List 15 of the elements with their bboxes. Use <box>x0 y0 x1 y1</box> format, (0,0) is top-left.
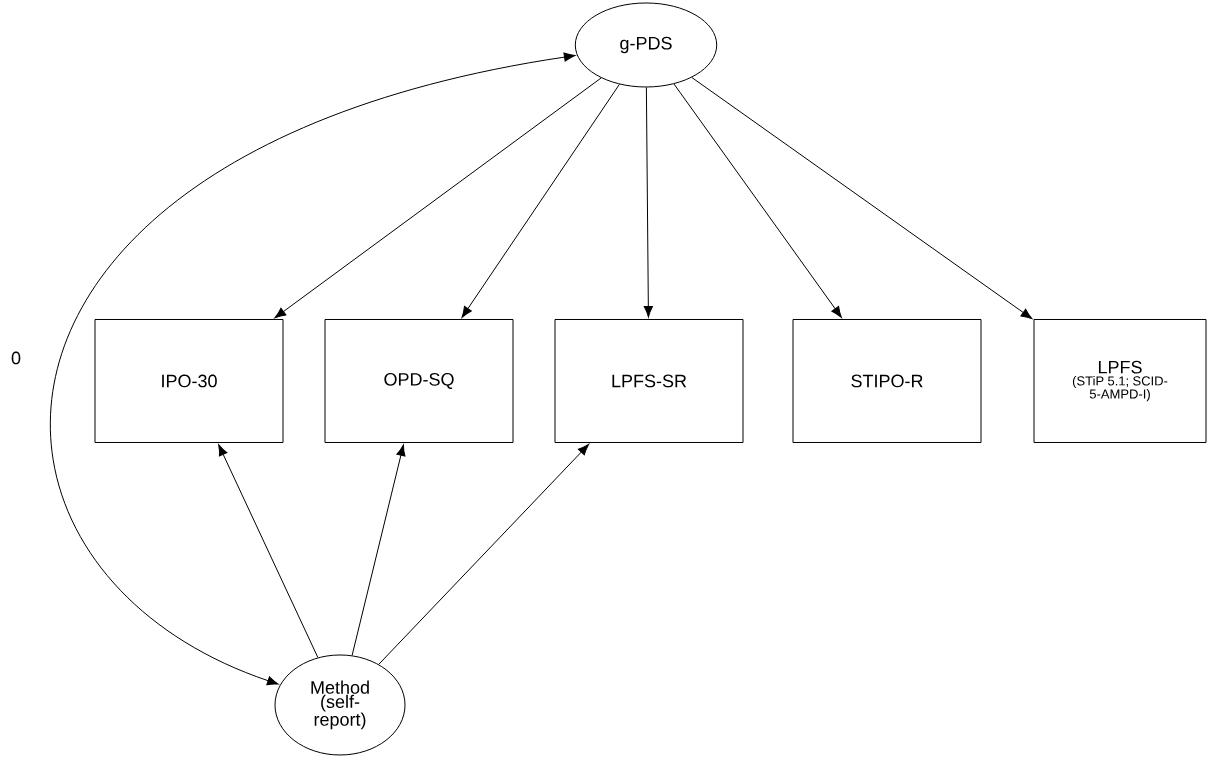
arrow <box>673 83 842 318</box>
indicator-box: OPD-SQ <box>324 319 514 443</box>
arrow <box>691 77 1033 320</box>
indicator-box: LPFS (STiP 5.1; SCID-5-AMPD-I) <box>1033 319 1207 443</box>
indicator-box: STIPO-R <box>792 319 982 443</box>
indicator-box: LPFS-SR <box>554 319 744 443</box>
arrow <box>378 443 590 665</box>
arrow <box>218 444 319 658</box>
arrow <box>643 87 653 318</box>
indicator-box: IPO-30 <box>94 319 284 443</box>
arrow <box>351 444 406 656</box>
edge-label: 0 <box>9 349 23 367</box>
arrow <box>49 52 576 686</box>
arrow <box>461 83 620 318</box>
arrow <box>274 77 602 319</box>
